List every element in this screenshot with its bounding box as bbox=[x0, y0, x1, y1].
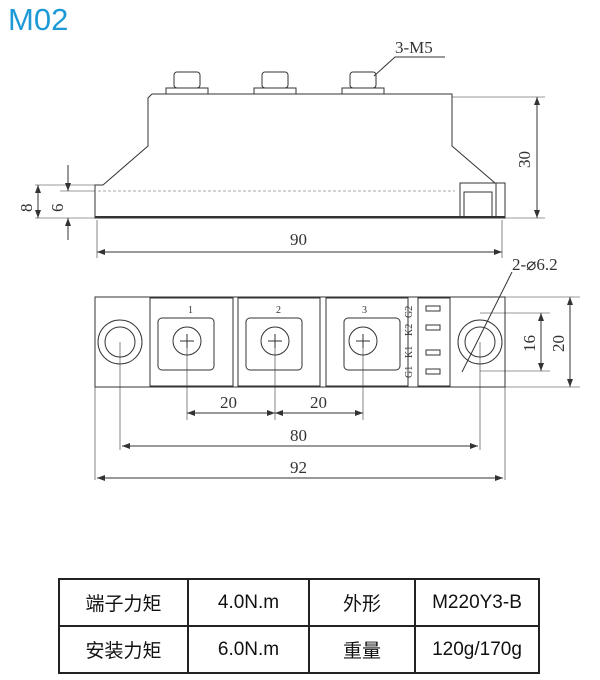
terminal-label: 3 bbox=[362, 305, 367, 316]
spec-value: M220Y3-B bbox=[414, 578, 540, 627]
hole-label: 2-⌀6.2 bbox=[512, 255, 558, 274]
terminal-label: 1 bbox=[188, 305, 193, 316]
nut-icon bbox=[165, 71, 209, 95]
dim-8: 8 bbox=[17, 204, 36, 213]
spec-value: 6.0N.m bbox=[187, 625, 310, 674]
dim-16: 16 bbox=[520, 335, 539, 352]
pin-label: K2 bbox=[404, 324, 415, 336]
dim-90: 90 bbox=[290, 230, 307, 249]
spec-label: 重量 bbox=[308, 625, 416, 674]
spec-label: 安装力矩 bbox=[58, 625, 189, 674]
terminal-label: 2 bbox=[276, 305, 281, 316]
pin-label: G1 bbox=[404, 366, 415, 378]
table-row: 端子力矩 4.0N.m 外形 M220Y3-B bbox=[58, 578, 540, 627]
nut-icon bbox=[341, 71, 385, 95]
dim-92: 92 bbox=[290, 458, 307, 477]
model-title: M02 bbox=[8, 2, 69, 37]
nut-icon bbox=[253, 71, 297, 95]
top-view bbox=[94, 271, 580, 481]
dim-pitch-2: 20 bbox=[310, 393, 327, 412]
thread-label: 3-M5 bbox=[395, 38, 433, 57]
module-drawing: 3-M5 90 30 8 6 2-⌀6.2 20 20 80 92 16 20 … bbox=[17, 38, 580, 481]
spec-label: 端子力矩 bbox=[58, 578, 189, 627]
spec-value: 4.0N.m bbox=[187, 578, 310, 627]
side-view bbox=[35, 56, 545, 258]
dim-80: 80 bbox=[290, 426, 307, 445]
dim-20: 20 bbox=[549, 335, 568, 352]
spec-table: 端子力矩 4.0N.m 外形 M220Y3-B 安装力矩 6.0N.m 重量 1… bbox=[58, 578, 540, 674]
pin-label: G2 bbox=[404, 306, 415, 318]
table-row: 安装力矩 6.0N.m 重量 120g/170g bbox=[58, 625, 540, 674]
dim-pitch-1: 20 bbox=[220, 393, 237, 412]
spec-label: 外形 bbox=[308, 578, 416, 627]
spec-value: 120g/170g bbox=[414, 625, 540, 674]
dim-6: 6 bbox=[48, 204, 67, 213]
pin-label: K1 bbox=[404, 346, 415, 358]
dim-30: 30 bbox=[515, 151, 534, 168]
